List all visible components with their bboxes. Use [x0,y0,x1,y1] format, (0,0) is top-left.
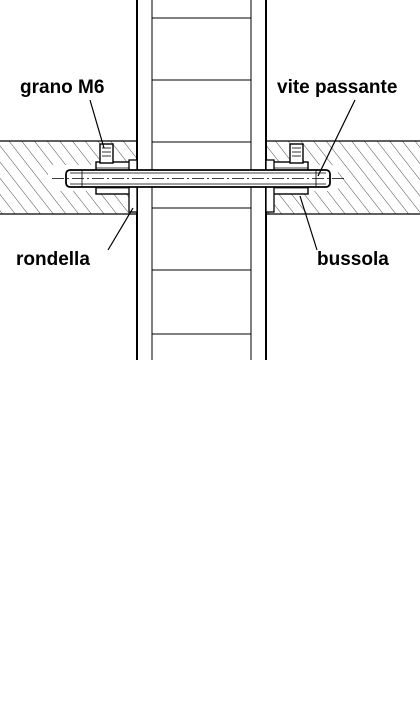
label-vite: vite passante [277,77,397,98]
set-screw-right [289,143,304,164]
leader-rondella [107,207,134,251]
leader-vite [317,99,356,177]
leader-bussola [299,195,318,251]
label-grano: grano M6 [20,77,104,98]
leader-grano [89,99,105,149]
label-bussola: bussola [317,249,389,270]
set-screw-left [99,143,114,164]
label-rondella: rondella [16,249,90,270]
